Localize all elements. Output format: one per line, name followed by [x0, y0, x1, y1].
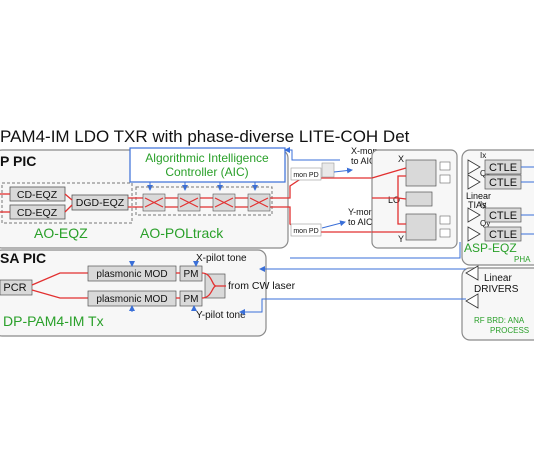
dp-pam4-label: DP-PAM4-IM Tx: [3, 313, 104, 329]
mon-pd-box-1: [290, 167, 322, 181]
cd-eqz-label-1: CD-EQZ: [17, 189, 58, 201]
iy-label: Iy: [480, 200, 486, 209]
x-pilot-label: X-pilot tone: [196, 253, 247, 264]
diagram-title: PAM4-IM LDO TXR with phase-diverse LITE-…: [0, 127, 410, 146]
cd-to-dgd-path-2: [64, 204, 73, 213]
x-mon-label: X-mon: [351, 146, 378, 156]
dgd-eqz-block: [71, 194, 129, 211]
photodiodes: [439, 161, 451, 238]
rx-pic-label: P PIC: [0, 153, 36, 169]
ix-label: Ix: [480, 151, 486, 160]
sig-x-in: [371, 167, 407, 179]
tap-box-1: [321, 162, 335, 178]
rf-brd-line2: PROCESS: [490, 326, 529, 335]
ao-eqz-group: [1, 182, 133, 224]
tia-4: [467, 226, 481, 242]
asp-eqz-label: ASP-EQZ: [464, 241, 517, 255]
ctle-label-4: CTLE: [489, 229, 517, 241]
mon-pd-box-2: [290, 223, 322, 237]
tia-1: [467, 159, 481, 175]
pol-tracker-stages: [128, 193, 272, 212]
qy-label: Qy: [480, 219, 490, 228]
driver-amp-2: [465, 293, 479, 309]
x-mon-to-aic: to AIC: [351, 156, 376, 166]
pm-label-2: PM: [184, 294, 199, 305]
driver-amp-1: [465, 265, 479, 281]
y-label: Y: [398, 234, 404, 244]
ctle-label-2: CTLE: [489, 177, 517, 189]
mon-pd-label-2: mon PD: [293, 228, 318, 235]
pcr-block: [0, 279, 33, 296]
y-pilot-label: Y-pilot tone: [196, 310, 246, 321]
linear-tias-line1: Linear: [466, 191, 491, 201]
drivers-line2: DRIVERS: [474, 284, 519, 295]
pm-label-1: PM: [184, 269, 199, 280]
mon-pd-label-1: mon PD: [293, 172, 318, 179]
mod-label-1: plasmonic MOD: [96, 269, 167, 280]
drivers-line1: Linear: [484, 273, 512, 284]
ao-poltrack-group: [135, 186, 273, 216]
hybrid-x: [405, 159, 437, 187]
rf-brd-panel: [461, 267, 534, 341]
ao-poltrack-label: AO-POLtrack: [140, 225, 224, 241]
cd-eqz-label-2: CD-EQZ: [17, 207, 58, 219]
lo-to-x: [397, 175, 406, 198]
monitor-feed-line: [290, 242, 461, 259]
mod-label-2: plasmonic MOD: [96, 294, 167, 305]
x-label: X: [398, 154, 404, 164]
ctle-label-3: CTLE: [489, 210, 517, 222]
lo-label: LO: [388, 195, 400, 205]
lo-splitter: [405, 191, 433, 207]
aic-line1: Algorithmic Intelligence: [145, 151, 269, 165]
pcr-to-mod-2: [31, 289, 88, 299]
y-mon-label: Y-mon: [348, 207, 374, 217]
aic-line2: Controller (AIC): [165, 165, 248, 179]
ao-eqz-label: AO-EQZ: [34, 225, 88, 241]
tia-3: [467, 207, 481, 223]
cw-laser-label: from CW laser: [228, 280, 296, 292]
y-mon-arrow: [321, 220, 346, 229]
x-mon-arrow: [333, 167, 353, 174]
pcr-to-mod-1: [31, 272, 88, 286]
pha-label: PHA: [514, 255, 531, 264]
hybrid-y: [405, 213, 437, 241]
ctle-label-1: CTLE: [489, 162, 517, 174]
dgd-eqz-label: DGD-EQZ: [76, 197, 125, 209]
tia-2: [467, 174, 481, 190]
cw-splitter-paths: [201, 272, 226, 299]
y-mon-to-aic: to AIC: [348, 217, 373, 227]
tx-pic-label: SA PIC: [0, 250, 46, 266]
cd-to-dgd-path-1: [64, 193, 73, 201]
rf-brd-line1: RF BRD: ANA: [474, 316, 525, 325]
driver-feed-2: [239, 298, 466, 315]
lo-to-y: [397, 198, 406, 225]
aic-box: [129, 147, 286, 183]
linear-tias-line2: TIAs: [468, 200, 487, 210]
pol-out-path-x: [272, 177, 372, 199]
aic-feedback-line: [284, 147, 340, 161]
pcr-label: PCR: [3, 282, 26, 294]
